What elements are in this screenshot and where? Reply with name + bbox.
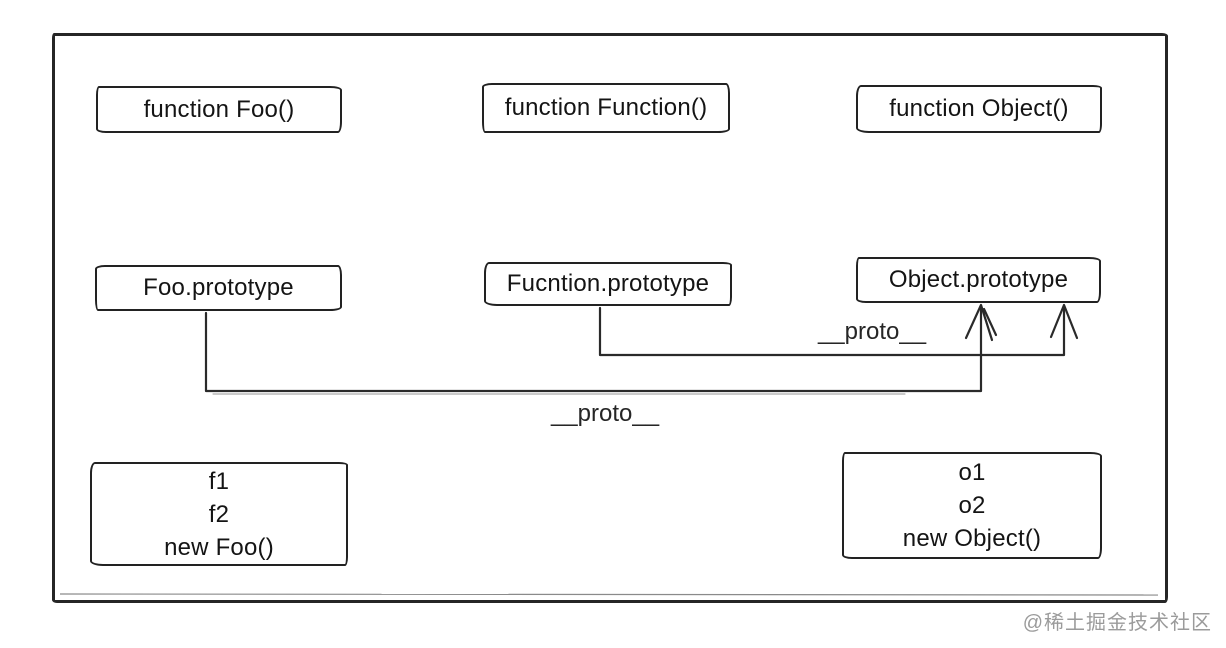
box-foo-instances: f1 f2 new Foo() xyxy=(90,462,348,566)
box-function-foo-label: function Foo() xyxy=(143,95,295,123)
diagram-frame xyxy=(52,33,1168,603)
box-function-prototype: Fucntion.prototype xyxy=(484,262,732,306)
instance-line-new-object: new Object() xyxy=(902,525,1042,552)
proto-label-function-edge: __proto__ xyxy=(817,318,927,345)
instance-line-f1: f1 xyxy=(208,467,230,495)
proto-label-foo-edge: __proto__ xyxy=(550,400,660,427)
instance-line-f2: f2 xyxy=(208,500,230,528)
box-function-function: function Function() xyxy=(482,83,730,133)
box-foo-prototype-label: Foo.prototype xyxy=(143,274,294,301)
box-foo-prototype: Foo.prototype xyxy=(95,265,342,311)
box-function-prototype-label: Fucntion.prototype xyxy=(506,270,710,297)
box-function-object: function Object() xyxy=(856,85,1102,133)
instance-line-o2: o2 xyxy=(958,492,986,519)
instance-line-new-foo: new Foo() xyxy=(164,533,274,561)
box-function-foo: function Foo() xyxy=(96,86,342,133)
box-function-function-label: function Function() xyxy=(504,94,708,121)
box-object-prototype-label: Object.prototype xyxy=(888,266,1069,293)
box-object-prototype: Object.prototype xyxy=(856,257,1101,303)
box-object-instances: o1 o2 new Object() xyxy=(842,452,1102,559)
watermark: @稀土掘金技术社区 xyxy=(1022,612,1212,634)
instance-line-o1: o1 xyxy=(958,459,986,486)
box-function-object-label: function Object() xyxy=(889,95,1069,122)
